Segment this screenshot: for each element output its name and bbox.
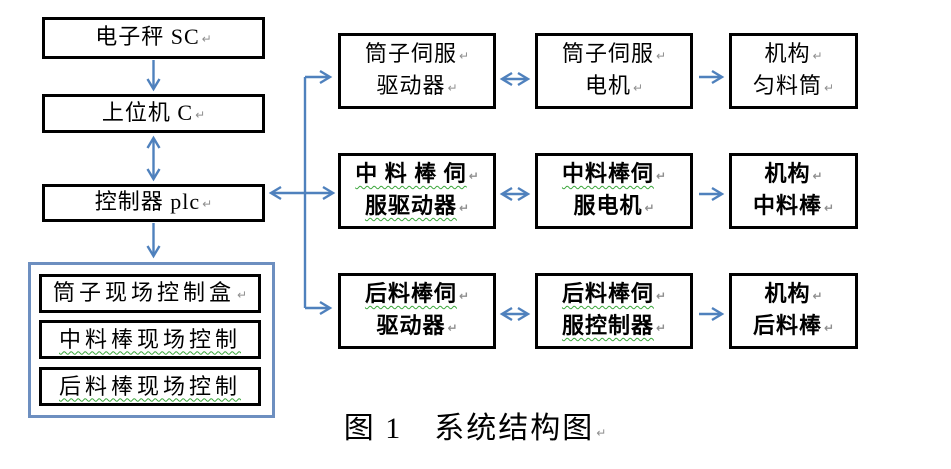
box-bobbin-field-control: 筒子现场控制盒↵ [39, 274, 261, 313]
box-label: 上位机 C [101, 99, 194, 125]
box-host-computer: 上位机 C↵ [42, 94, 265, 133]
box-label: 服控制器 [561, 313, 654, 338]
paragraph-mark: ↵ [812, 169, 823, 183]
paragraph-mark: ↵ [823, 81, 835, 95]
box-label: 驱动器 [376, 73, 446, 98]
box-rear-rod-servo-controller: 后料棒伺↵ 服控制器↵ [535, 273, 693, 349]
paragraph-mark: ↵ [236, 287, 248, 302]
paragraph-mark: ↵ [812, 49, 823, 63]
box-label: 后料棒现场控制 [58, 373, 241, 399]
box-bobbin-servo-motor: 筒子伺服↵ 电机↵ [535, 33, 693, 109]
box-label: 机构 [764, 281, 811, 306]
paragraph-mark: ↵ [468, 169, 479, 183]
box-label: 后料棒伺 [561, 281, 654, 306]
box-label: 中料棒现场控制 [58, 326, 241, 352]
box-mechanism-middle-rod: 机构↵ 中料棒↵ [729, 153, 858, 229]
box-label: 筒子伺服 [561, 41, 654, 66]
box-mechanism-leveling-bobbin: 机构↵ 匀料筒↵ [729, 33, 858, 109]
paragraph-mark: ↵ [655, 321, 667, 335]
paragraph-mark: ↵ [655, 49, 667, 63]
box-label: 电子秤 SC [95, 24, 200, 49]
box-label: 后料棒伺 [364, 281, 457, 306]
box-mechanism-rear-rod: 机构↵ 后料棒↵ [729, 273, 858, 349]
box-label: 电机 [584, 73, 631, 98]
box-middle-rod-servo-motor: 中料棒伺↵ 服电机↵ [535, 153, 693, 229]
box-label: 中料棒 [752, 193, 822, 218]
paragraph-mark: ↵ [655, 169, 667, 183]
figure-caption: 图 1 系统结构图↵ [330, 403, 620, 447]
paragraph-mark: ↵ [812, 289, 823, 303]
box-rear-rod-servo-driver: 后料棒伺↵ 驱动器↵ [338, 273, 496, 349]
paragraph-mark: ↵ [201, 32, 212, 46]
box-label: 驱动器 [376, 313, 446, 338]
box-label: 机构 [764, 161, 811, 186]
paragraph-mark: ↵ [195, 107, 206, 122]
paragraph-mark: ↵ [823, 321, 835, 335]
box-rear-rod-field-control: 后料棒现场控制 [39, 367, 261, 406]
box-bobbin-servo-driver: 筒子伺服↵ 驱动器↵ [338, 33, 496, 109]
box-label: 机构 [764, 41, 811, 66]
box-label: 中料棒伺 [561, 161, 654, 186]
box-label: 匀料筒 [752, 73, 822, 98]
box-label: 服驱动器 [364, 193, 457, 218]
paragraph-mark: ↵ [632, 81, 644, 95]
box-electronic-scale: 电子秤 SC↵ [42, 17, 265, 59]
box-label: 后料棒 [752, 313, 822, 338]
paragraph-mark: ↵ [447, 321, 458, 335]
box-middle-rod-field-control: 中料棒现场控制 [39, 320, 261, 359]
paragraph-mark: ↵ [458, 289, 470, 303]
box-label: 筒子现场控制盒 [52, 279, 235, 305]
paragraph-mark: ↵ [458, 49, 470, 63]
box-plc-controller: 控制器 plc↵ [42, 184, 265, 222]
box-middle-rod-servo-driver: 中 料 棒 伺↵ 服驱动器↵ [338, 153, 496, 229]
paragraph-mark: ↵ [596, 426, 607, 440]
paragraph-mark: ↵ [644, 201, 655, 215]
paragraph-mark: ↵ [458, 201, 470, 215]
box-label: 控制器 plc [94, 189, 201, 214]
paragraph-mark: ↵ [202, 197, 213, 211]
paragraph-mark: ↵ [447, 81, 458, 95]
paragraph-mark: ↵ [655, 289, 667, 303]
box-label: 筒子伺服 [364, 41, 457, 66]
figure-caption-text: 图 1 系统结构图 [343, 412, 595, 445]
box-label: 服电机 [573, 193, 643, 218]
box-label: 中 料 棒 伺 [355, 161, 467, 186]
paragraph-mark: ↵ [823, 201, 835, 215]
